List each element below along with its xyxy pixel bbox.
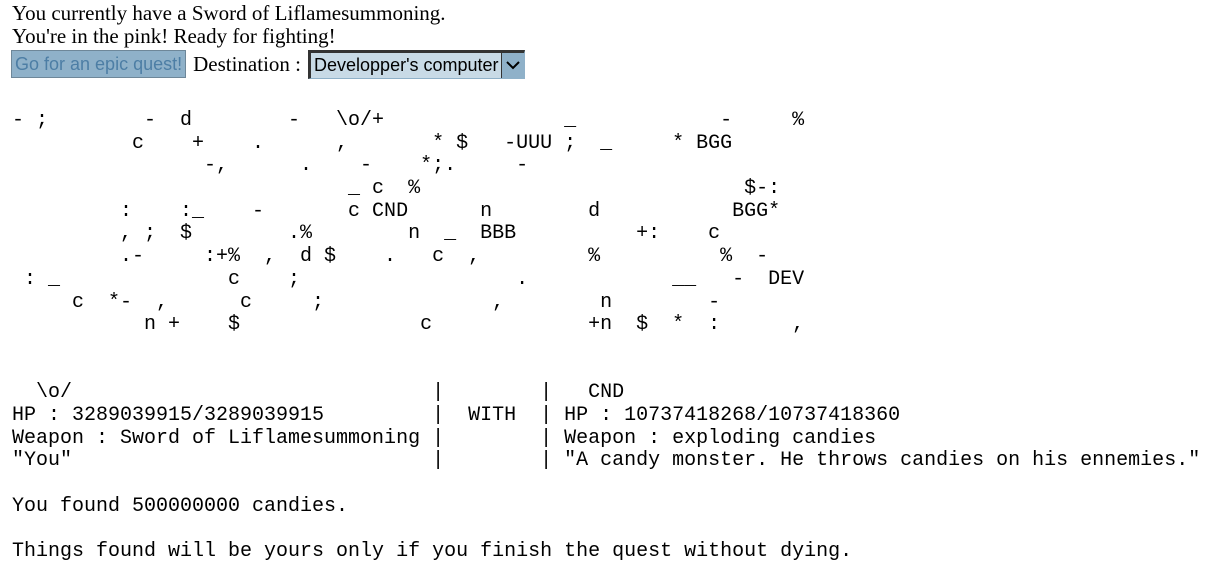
map-row: c *- , c ; , n - [12, 290, 721, 314]
map-row: _ c % $-: [12, 177, 781, 201]
destination-select[interactable]: Developper's computer [308, 49, 525, 79]
map-row: , ; $ .% n _ BBB +: c [12, 222, 721, 246]
fight-row-names: \o/ | | CND [12, 381, 625, 405]
map-row: n + $ c +n $ * : , [12, 313, 805, 337]
epic-quest-button[interactable]: Go for an epic quest! [11, 50, 187, 78]
health-status: You're in the pink! Ready for fighting! [12, 24, 336, 48]
quest-controls: Go for an epic quest! Destination : Deve… [11, 49, 525, 79]
map-row: .- :+% , d $ . c , % % - [12, 245, 769, 269]
map-row: c + . , * $ -UUU ; _ * BGG [12, 131, 733, 155]
chevron-down-icon[interactable] [500, 52, 524, 78]
destination-label: Destination : [193, 51, 302, 76]
fight-row-description: "You" | | "A candy monster. He throws ca… [12, 449, 1201, 473]
status-panel: You currently have a Sword of Liflamesum… [11, 1, 525, 79]
map-row: -, . - *;. - [12, 154, 529, 178]
map-row [12, 337, 1200, 360]
weapon-status: You currently have a Sword of Liflamesum… [12, 1, 446, 25]
map-row: : :_ - c CND n d BGG* [12, 199, 781, 223]
found-message: You found 500000000 candies. [12, 494, 349, 518]
fight-row-hp: HP : 3289039915/3289039915 | WITH | HP :… [12, 403, 901, 427]
map-row: - ; - d - \o/+ _ - % [12, 109, 805, 132]
map-row: : _ c ; . __ - DEV [12, 267, 805, 291]
quest-screen: - ; - d - \o/+ _ - % c + . , * $ -UUU ; … [12, 109, 1201, 564]
destination-selected-value: Developper's computer [314, 54, 499, 75]
warning-message: Things found will be yours only if you f… [12, 540, 853, 564]
fight-row-weapon: Weapon : Sword of Liflamesummoning | | W… [12, 426, 877, 450]
map-row [12, 360, 1200, 383]
